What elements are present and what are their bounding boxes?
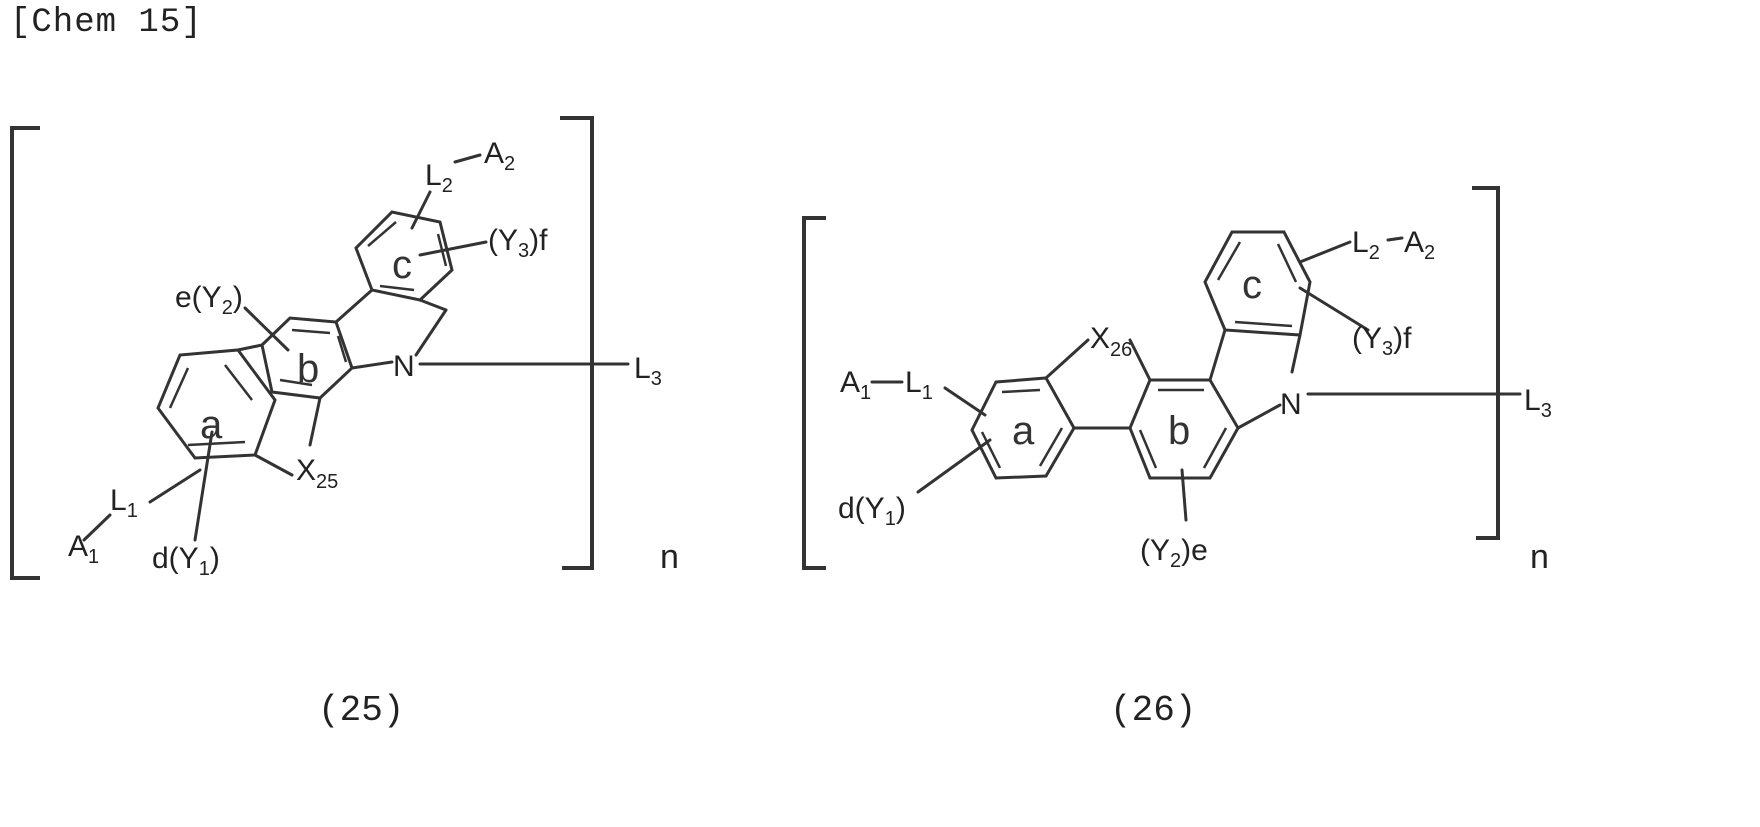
ring-a-label: a <box>1012 409 1035 453</box>
a2-label: A2 <box>1404 226 1435 264</box>
structure-26: a b c N X26 A1 L1 d(Y1) (Y2)e L2 A2 (Y3)… <box>804 188 1552 576</box>
l1-label: L1 <box>110 484 138 522</box>
heteroatom-label: X26 <box>1090 322 1132 361</box>
repeat-n-label: n <box>1530 538 1549 576</box>
structure-25: a b c N X25 A1 L1 d(Y1) e(Y2) L2 A2 (Y3)… <box>12 118 679 580</box>
y2-label: (Y2)e <box>1140 534 1208 572</box>
heteroatom-label: X25 <box>296 454 338 493</box>
left-bracket <box>12 128 40 578</box>
a1-label: A1 <box>840 366 871 404</box>
l3-label: L3 <box>1524 384 1552 422</box>
y1-label: d(Y1) <box>152 542 220 580</box>
ring-c-label: c <box>392 243 412 287</box>
a2-label: A2 <box>484 137 515 175</box>
repeat-n-label: n <box>660 538 679 576</box>
ring-a-label: a <box>200 403 223 447</box>
ring-b-label: b <box>297 347 319 391</box>
left-bracket <box>804 218 826 568</box>
y1-label: d(Y1) <box>838 492 906 530</box>
nitrogen-label: N <box>1280 388 1302 421</box>
l1-label: L1 <box>905 366 933 404</box>
l2-label: L2 <box>1352 226 1380 264</box>
l3-label: L3 <box>634 352 662 390</box>
right-bracket <box>560 118 592 568</box>
l2-label: L2 <box>425 159 453 197</box>
ring-c-label: c <box>1242 263 1262 307</box>
y3-label: (Y3)f <box>488 224 548 262</box>
caption-25: (25) <box>318 690 404 731</box>
right-bracket <box>1472 188 1498 538</box>
caption-26: (26) <box>1110 690 1196 731</box>
y3-label: (Y3)f <box>1352 322 1412 360</box>
a1-label: A1 <box>68 530 99 568</box>
ring-b-label: b <box>1168 409 1190 453</box>
nitrogen-label: N <box>393 350 415 383</box>
y2-label: e(Y2) <box>175 281 243 319</box>
